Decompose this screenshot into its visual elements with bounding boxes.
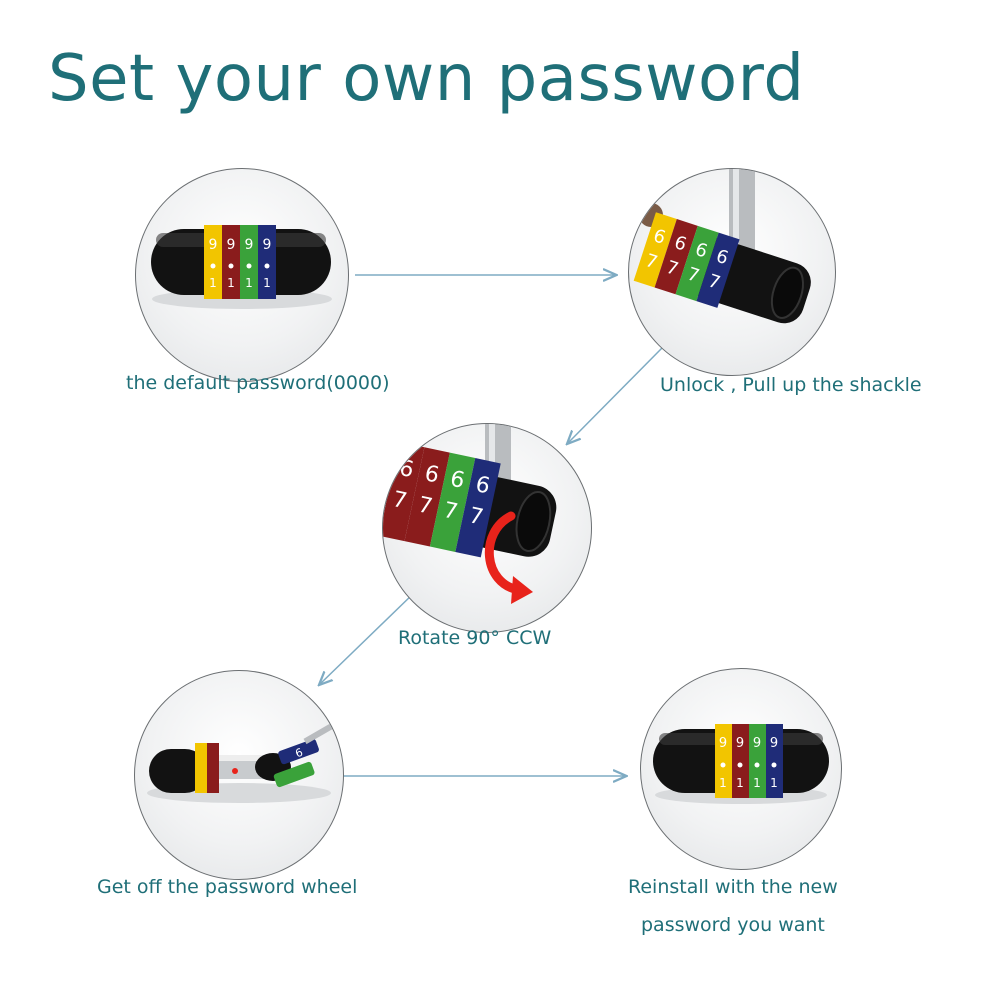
svg-text:1: 1 xyxy=(719,776,727,790)
step1-caption: the default password(0000) xyxy=(126,372,390,394)
svg-text:1: 1 xyxy=(245,276,253,290)
svg-text:6: 6 xyxy=(397,456,416,483)
svg-text:1: 1 xyxy=(736,776,744,790)
step4-caption: Get off the password wheel xyxy=(97,876,358,898)
step5-caption-line2: password you want xyxy=(641,914,825,936)
svg-text:9: 9 xyxy=(209,237,218,253)
svg-text:7: 7 xyxy=(390,487,409,514)
step3-caption: Rotate 90° CCW xyxy=(398,627,552,649)
svg-text:9: 9 xyxy=(736,736,744,751)
svg-text:9: 9 xyxy=(719,736,727,751)
lock-disassembled-icon: 6 xyxy=(147,723,333,803)
lock-closed-icon: 9 9 9 9 1 1 1 1 xyxy=(151,225,332,309)
step4-image-wheels-off: 6 xyxy=(134,670,344,880)
lock-shackle-up-icon: 6 6 6 6 7 7 7 7 xyxy=(633,169,811,324)
svg-text:6: 6 xyxy=(473,472,492,499)
svg-text:9: 9 xyxy=(753,736,761,751)
step3-image-rotate: 6 6 6 6 7 7 7 7 xyxy=(382,423,592,633)
page-title: Set your own password xyxy=(48,42,805,116)
svg-text:1: 1 xyxy=(209,276,217,290)
svg-text:1: 1 xyxy=(770,776,778,790)
svg-text:9: 9 xyxy=(245,237,254,253)
svg-text:7: 7 xyxy=(467,503,486,530)
step5-image-reinstalled: 9 9 9 9 1 1 1 1 xyxy=(640,668,842,870)
svg-text:9: 9 xyxy=(263,237,272,253)
step2-caption: Unlock , Pull up the shackle xyxy=(660,374,922,396)
svg-text:6: 6 xyxy=(448,467,467,494)
svg-text:9: 9 xyxy=(227,237,236,253)
svg-text:1: 1 xyxy=(227,276,235,290)
step1-image-default-lock: 9 9 9 9 1 1 1 1 xyxy=(135,168,349,382)
svg-text:6: 6 xyxy=(422,461,441,488)
svg-text:1: 1 xyxy=(263,276,271,290)
lock-closed-new-password-icon: 9 9 9 9 1 1 1 1 xyxy=(653,724,829,804)
step2-image-unlock-shackle: 6 6 6 6 7 7 7 7 xyxy=(628,168,836,376)
lock-rotate-icon: 6 6 6 6 7 7 7 7 xyxy=(383,424,557,604)
svg-text:9: 9 xyxy=(770,736,778,751)
svg-text:1: 1 xyxy=(753,776,761,790)
svg-text:7: 7 xyxy=(416,492,435,519)
svg-text:6: 6 xyxy=(294,746,305,761)
svg-text:7: 7 xyxy=(441,498,460,525)
step5-caption-line1: Reinstall with the new xyxy=(628,876,838,898)
